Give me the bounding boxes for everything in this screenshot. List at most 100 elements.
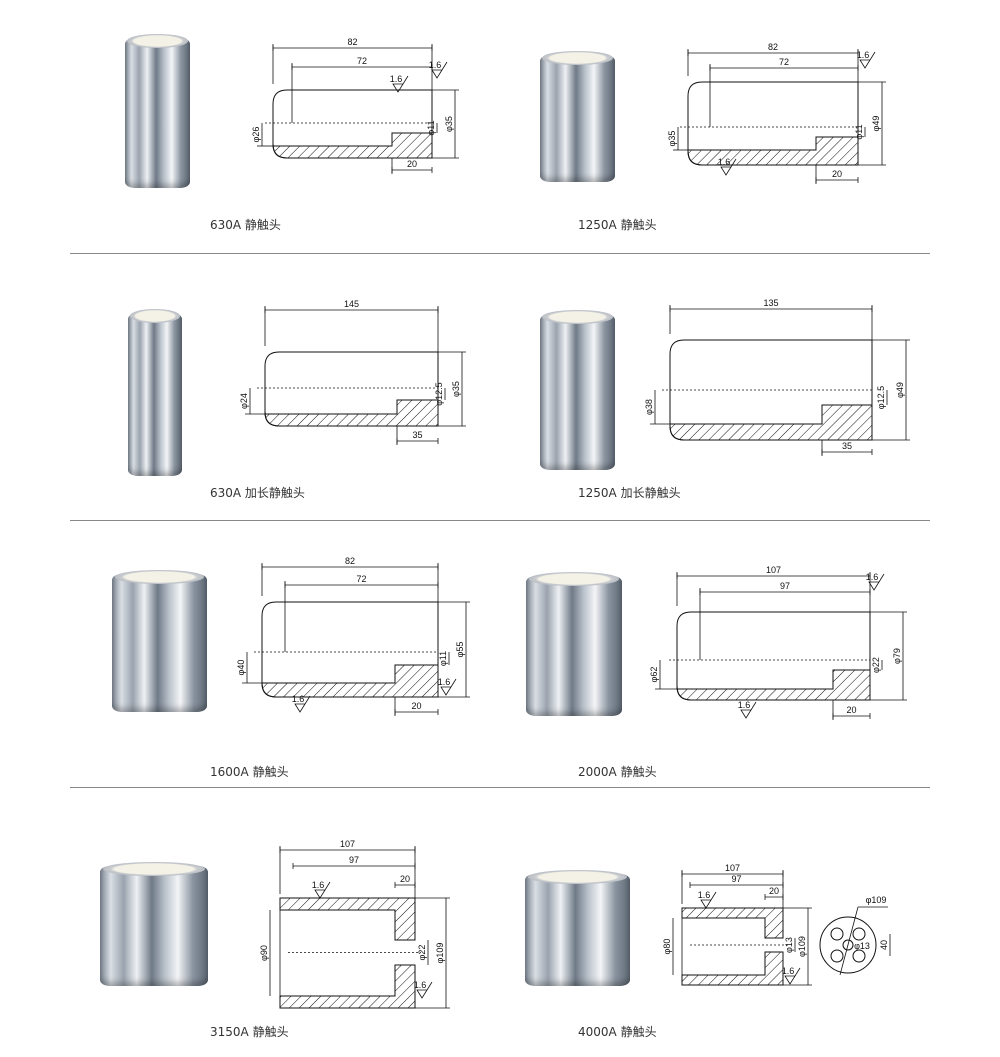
caption-1250a-long: 1250A 加长静触头 bbox=[578, 486, 681, 500]
caption-630a: 630A 静触头 bbox=[210, 218, 281, 232]
dimension-label: 97 bbox=[780, 581, 790, 591]
roughness-symbol-icon bbox=[784, 967, 801, 985]
dimension-label: φ26 bbox=[251, 127, 261, 143]
roughness-label: 1.6 bbox=[390, 74, 403, 84]
roughness-label: 1.6 bbox=[718, 157, 731, 167]
dimension-label: φ55 bbox=[455, 642, 465, 658]
dimension-label: φ11 bbox=[426, 120, 436, 135]
caption-630a-long: 630A 加长静触头 bbox=[210, 486, 305, 500]
roughness-symbol-icon bbox=[700, 891, 717, 909]
hatched-section bbox=[272, 132, 433, 159]
roughness-symbol-icon bbox=[440, 678, 457, 696]
bolt-hole bbox=[830, 927, 844, 941]
dimension-label: 135 bbox=[763, 298, 778, 308]
dimension-label: φ79 bbox=[892, 648, 902, 664]
product-photo-1600a bbox=[112, 570, 207, 712]
dimension-label: φ62 bbox=[649, 667, 659, 683]
roughness-label: 1.6 bbox=[782, 966, 795, 976]
dimension-label: 97 bbox=[349, 855, 359, 865]
bolt-hole bbox=[852, 927, 866, 941]
dimension-label: φ109 bbox=[435, 943, 445, 964]
dimension-label: 20 bbox=[846, 705, 856, 715]
dimension-label: 40 bbox=[879, 940, 889, 950]
caption-1600a: 1600A 静触头 bbox=[210, 765, 289, 779]
dimension-label: φ11 bbox=[854, 124, 864, 139]
dimension-label: 20 bbox=[769, 886, 779, 896]
dimension-label: 82 bbox=[768, 42, 778, 52]
caption-2000a: 2000A 静触头 bbox=[578, 765, 657, 779]
hatched-section bbox=[681, 907, 784, 939]
roughness-label: 1.6 bbox=[857, 50, 870, 60]
dimension-label: φ40 bbox=[236, 660, 246, 676]
pcd-label: φ109 bbox=[866, 895, 887, 905]
dimension-label: 20 bbox=[400, 874, 410, 884]
roughness-label: 1.6 bbox=[698, 890, 711, 900]
product-photo-2000a bbox=[526, 572, 622, 716]
dimension-label: φ22 bbox=[417, 945, 427, 961]
caption-3150a: 3150A 静触头 bbox=[210, 1025, 289, 1039]
dimension-label: φ49 bbox=[895, 382, 905, 398]
dimension-label: φ35 bbox=[444, 116, 454, 132]
roughness-label: 1.6 bbox=[292, 694, 305, 704]
dimension-label: φ80 bbox=[662, 939, 672, 955]
dimension-label: 35 bbox=[842, 441, 852, 451]
hatched-section bbox=[279, 964, 416, 1009]
dimension-label: 82 bbox=[345, 556, 355, 566]
dimension-label: 107 bbox=[725, 863, 740, 873]
roughness-symbol-icon bbox=[416, 981, 433, 999]
dimension-label: 20 bbox=[832, 169, 842, 179]
dimension-label: 72 bbox=[357, 56, 367, 66]
caption-4000a: 4000A 静触头 bbox=[578, 1025, 657, 1039]
dimension-label: 72 bbox=[356, 574, 366, 584]
dimension-label: φ109 bbox=[797, 936, 807, 957]
roughness-label: 1.6 bbox=[414, 980, 427, 990]
section-divider bbox=[70, 787, 930, 788]
roughness-label: 1.6 bbox=[738, 700, 751, 710]
section-divider bbox=[70, 520, 930, 521]
dimension-label: φ35 bbox=[451, 381, 461, 397]
dimension-label: φ35 bbox=[667, 131, 677, 147]
dimension-label: 145 bbox=[344, 299, 359, 309]
hatched-section bbox=[279, 897, 416, 941]
dimension-label: φ12.5 bbox=[434, 382, 444, 405]
product-photo-1250a-long bbox=[540, 310, 615, 470]
roughness-symbol-icon bbox=[868, 573, 885, 591]
roughness-symbol-icon bbox=[859, 51, 876, 69]
dimension-label: 35 bbox=[412, 430, 422, 440]
dimension-label: 20 bbox=[407, 159, 417, 169]
product-photo-4000a bbox=[525, 870, 630, 986]
dimension-label: φ24 bbox=[239, 393, 249, 409]
product-photo-3150a bbox=[100, 862, 208, 986]
dimension-label: φ38 bbox=[644, 399, 654, 415]
dimension-label: 20 bbox=[411, 701, 421, 711]
dimension-label: φ90 bbox=[259, 945, 269, 961]
roughness-symbol-icon bbox=[431, 61, 448, 79]
caption-1250a: 1250A 静触头 bbox=[578, 218, 657, 232]
bolt-hole bbox=[830, 949, 844, 963]
hatched-section bbox=[669, 404, 873, 441]
roughness-symbol-icon bbox=[740, 701, 757, 719]
roughness-label: 1.6 bbox=[866, 572, 879, 582]
hatched-section bbox=[676, 669, 871, 701]
hatched-section bbox=[261, 664, 439, 698]
dimension-label: 97 bbox=[731, 874, 741, 884]
dimension-label: φ22 bbox=[871, 657, 881, 673]
dimension-label: φ49 bbox=[871, 116, 881, 132]
dimension-label: φ12.5 bbox=[876, 386, 886, 409]
dimension-label: φ13 bbox=[784, 937, 794, 953]
roughness-symbol-icon bbox=[314, 881, 331, 899]
roughness-symbol-icon bbox=[294, 695, 311, 713]
hatched-section bbox=[681, 951, 784, 986]
roughness-label: 1.6 bbox=[429, 60, 442, 70]
roughness-label: 1.6 bbox=[438, 677, 451, 687]
dimension-line bbox=[839, 906, 859, 976]
roughness-symbol-icon bbox=[392, 75, 409, 93]
bolt-hole bbox=[852, 949, 866, 963]
roughness-label: 1.6 bbox=[312, 880, 325, 890]
product-photo-630a-long bbox=[128, 309, 182, 476]
section-divider bbox=[70, 253, 930, 254]
product-photo-630a bbox=[125, 34, 190, 188]
dimension-label: 72 bbox=[779, 57, 789, 67]
hatched-section bbox=[687, 136, 859, 166]
